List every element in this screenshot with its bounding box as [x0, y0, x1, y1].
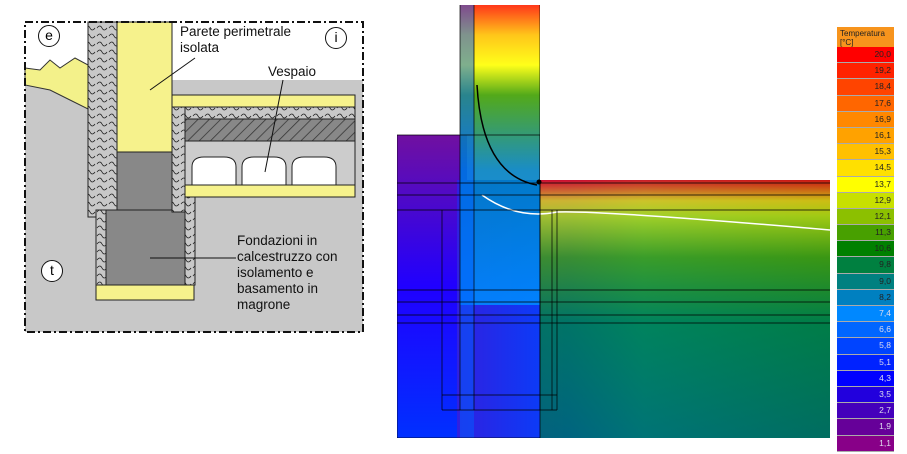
legend-item: 20,0: [837, 47, 894, 64]
foundation-label-line: magrone: [237, 297, 291, 312]
section-frame: [24, 21, 364, 333]
crawlspace-base: [184, 184, 356, 198]
legend-item: 11,3: [837, 225, 894, 242]
floor-screed: [171, 94, 356, 108]
legend-item: 16,9: [837, 111, 894, 128]
foundation-sketch: [24, 21, 364, 333]
junction-point: [536, 179, 542, 185]
wall-label-line: isolata: [180, 40, 220, 55]
legend-item: 9,0: [837, 273, 894, 290]
foundation-label-line: basamento in: [237, 281, 319, 296]
thermal-simulation: [397, 5, 830, 438]
legend-item: 13,7: [837, 176, 894, 193]
wall-insulation-region: [460, 5, 474, 438]
interior-insulation: [171, 106, 186, 213]
lean-concrete-base: [95, 284, 195, 301]
ground-marker: t: [41, 260, 63, 282]
soil-exterior-region: [397, 135, 467, 438]
legend-item: 8,2: [837, 289, 894, 306]
legend-item: 1,9: [837, 419, 894, 436]
foundation-footing: [104, 209, 186, 286]
isotherm-line: [476, 84, 538, 186]
interior-marker: i: [325, 27, 347, 49]
legend-item: 5,8: [837, 338, 894, 355]
legend-item: 6,6: [837, 322, 894, 339]
legend-item: 9,8: [837, 257, 894, 274]
floor-slab: [184, 118, 356, 142]
legend-title: Temperatura[°C]: [837, 27, 894, 47]
legend-item: 12,1: [837, 208, 894, 226]
legend-item: 17,6: [837, 95, 894, 112]
floor-region: [540, 180, 830, 438]
legend-unit: [°C]: [840, 38, 854, 47]
legend-item: 14,5: [837, 160, 894, 177]
footing-side-insulation: [184, 189, 196, 286]
wall-label-line: Parete perimetrale: [180, 24, 292, 39]
legend-item: 3,5: [837, 386, 894, 404]
exterior-insulation: [87, 21, 119, 218]
interior-air: [540, 5, 830, 180]
legend-item: 10,6: [837, 241, 894, 258]
legend-item: 5,1: [837, 354, 894, 371]
legend-item: 7,4: [837, 306, 894, 323]
legend-item: 2,7: [837, 403, 894, 420]
foundation-label: Fondazioni in calcestruzzo con isolament…: [237, 233, 338, 313]
legend-item: 19,2: [837, 63, 894, 80]
legend-item: 15,3: [837, 144, 894, 161]
foundation-label-line: isolamento e: [237, 265, 314, 280]
footing-side-insulation: [95, 209, 107, 286]
foundation-concrete: [116, 151, 173, 213]
legend-item: 16,1: [837, 127, 894, 145]
legend-item: 18,4: [837, 79, 894, 96]
legend-title-text: Temperatura: [840, 29, 885, 38]
floor-insulation: [184, 106, 356, 120]
exterior-marker: e: [38, 25, 60, 47]
legend-item: 4,3: [837, 370, 894, 387]
exterior-air: [397, 5, 459, 134]
legend-item: 1,1: [837, 435, 894, 452]
foundation-label-line: calcestruzzo con: [237, 249, 338, 264]
foundation-label-line: Fondazioni in: [237, 233, 318, 248]
crawlspace-label: Vespaio: [268, 64, 317, 79]
wall-block: [116, 21, 173, 153]
legend-item: 12,9: [837, 192, 894, 209]
